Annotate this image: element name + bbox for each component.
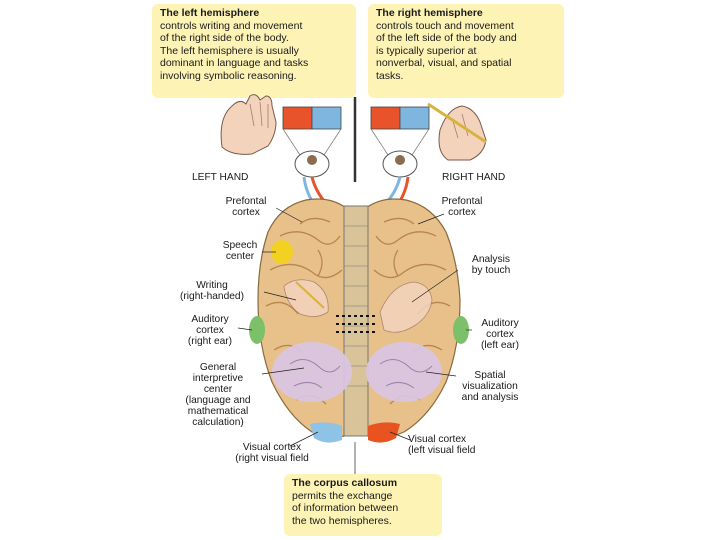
- right-hand-label: RIGHT HAND: [442, 172, 506, 183]
- left-hand-icon: [220, 94, 277, 155]
- corpus-callosum-box: The corpus callosum permits the exchange…: [284, 474, 442, 536]
- left-hemisphere-line: of the right side of the body.: [160, 32, 289, 45]
- speech-center-label: Speech center: [222, 240, 258, 262]
- left-visual-field-square: [282, 106, 342, 130]
- right-hemisphere-line: tasks.: [376, 69, 404, 82]
- analysis-by-touch-label: Analysis by touch: [471, 254, 511, 276]
- brain-icon: [249, 198, 469, 443]
- left-hemisphere-line: involving symbolic reasoning.: [160, 69, 297, 82]
- spatial-label: Spatial visualization and analysis: [461, 370, 519, 403]
- interpretive-center-label: General interpretive center (language an…: [185, 362, 251, 428]
- corpus-callosum-line: the two hemispheres.: [292, 514, 392, 527]
- left-hemisphere-title: The left hemisphere: [160, 7, 260, 19]
- right-hemisphere-line: controls touch and movement: [376, 19, 514, 32]
- right-visual-cortex-label: Visual cortex (left visual field: [408, 434, 476, 456]
- right-prefrontal-label: Prefontal cortex: [441, 196, 483, 218]
- left-hemisphere-box: The left hemisphere controls writing and…: [152, 4, 356, 98]
- right-hemisphere-box: The right hemisphere controls touch and …: [368, 4, 564, 98]
- left-hand-label: LEFT HAND: [192, 172, 249, 183]
- right-auditory-label: Auditory cortex (left ear): [481, 318, 519, 351]
- corpus-callosum-line: of information between: [292, 502, 399, 515]
- right-visual-field-square: [370, 106, 430, 130]
- eye-icon: [294, 150, 418, 178]
- right-hemisphere-line: of the left side of the body and: [376, 32, 517, 45]
- left-hemisphere-line: dominant in language and tasks: [160, 57, 309, 70]
- right-hemisphere-title: The right hemisphere: [376, 7, 483, 19]
- pencil-icon: [427, 102, 487, 144]
- right-hemisphere-line: nonverbal, visual, and spatial: [376, 57, 512, 70]
- left-prefrontal-label: Prefontal cortex: [225, 196, 267, 218]
- corpus-callosum-title: The corpus callosum: [292, 477, 398, 489]
- left-hemisphere-line: controls writing and movement: [160, 19, 303, 32]
- left-auditory-label: Auditory cortex (right ear): [187, 314, 233, 347]
- corpus-callosum-line: permits the exchange: [292, 489, 393, 502]
- left-visual-cortex-label: Visual cortex (right visual field: [235, 442, 309, 464]
- label-leaders: [237, 207, 472, 474]
- writing-label: Writing (right-handed): [180, 280, 244, 302]
- right-hemisphere-line: is typically superior at: [376, 44, 477, 57]
- corpus-callosum: [343, 205, 369, 437]
- left-hemisphere-line: The left hemisphere is usually: [160, 44, 299, 57]
